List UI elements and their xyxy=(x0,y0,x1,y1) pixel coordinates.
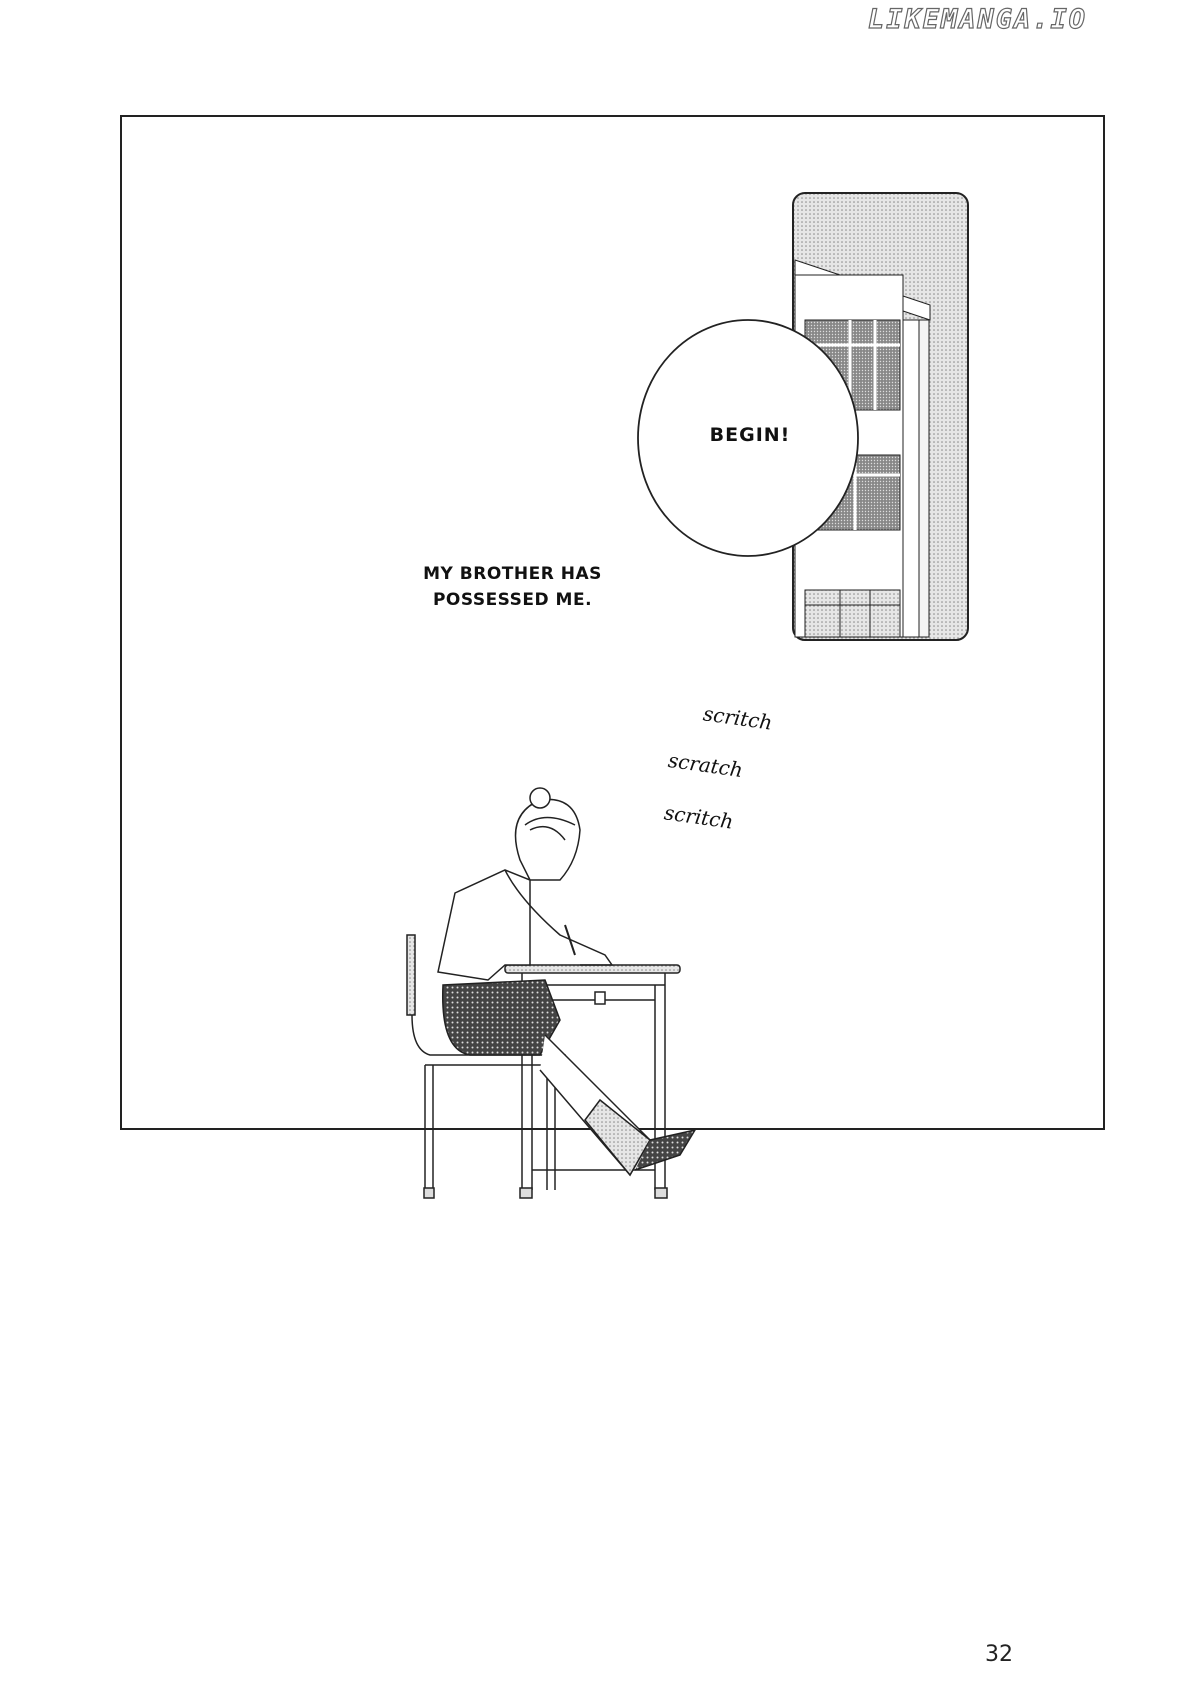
narration-caption: MY BROTHER HAS POSSESSED ME. xyxy=(400,561,625,613)
speech-bubble xyxy=(637,319,859,557)
page-number: 32 xyxy=(985,1642,1013,1667)
narration-line-1: MY BROTHER HAS xyxy=(423,564,602,584)
girl-at-desk-illustration xyxy=(406,787,697,1199)
watermark: LIKEMANGA.IO xyxy=(867,3,1088,35)
narration-line-2: POSSESSED ME. xyxy=(432,590,593,610)
speech-bubble-text: BEGIN! xyxy=(709,424,791,446)
